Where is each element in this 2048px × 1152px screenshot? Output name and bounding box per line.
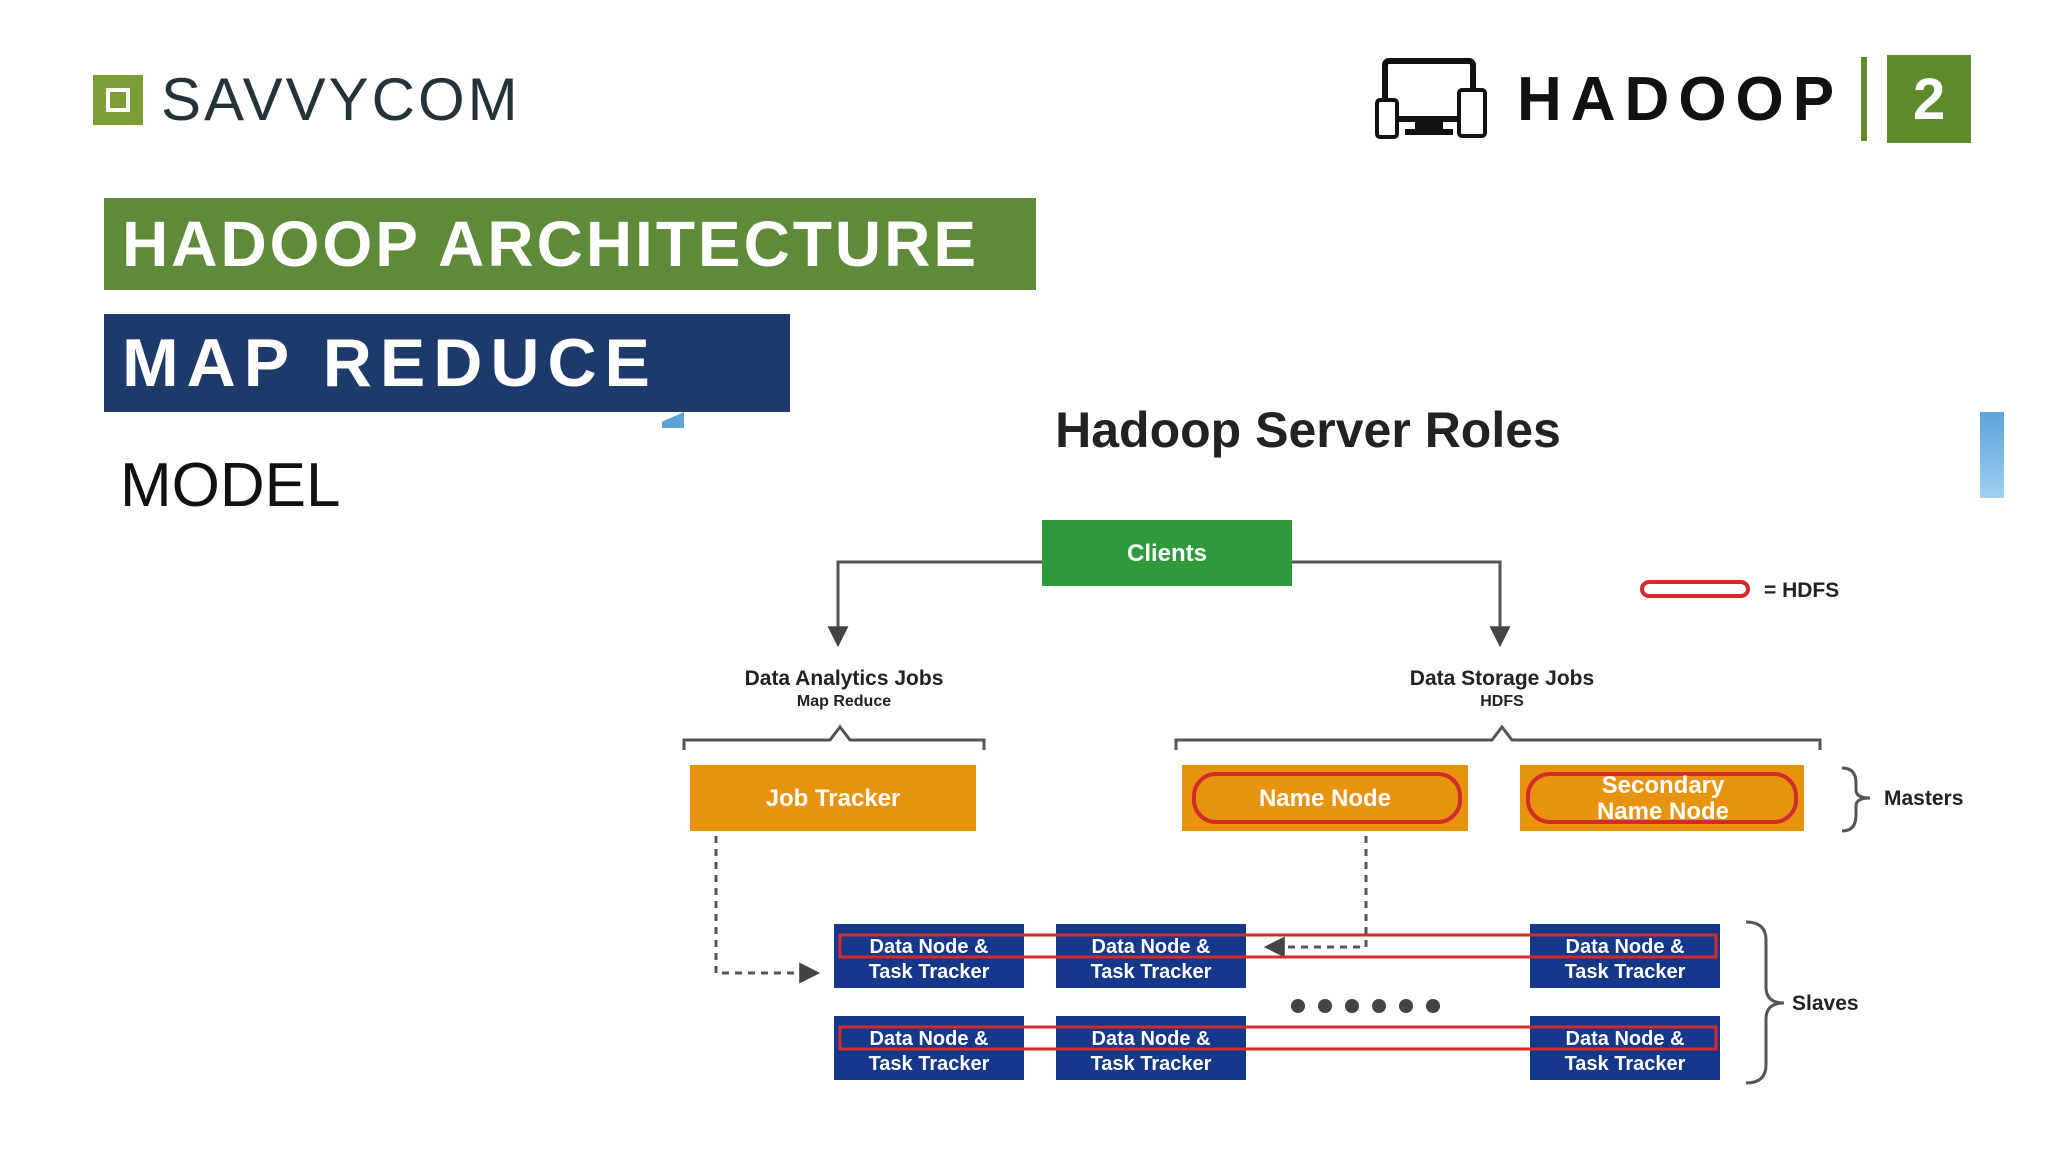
badge-separator [1861,57,1868,141]
hadoop-server-roles-diagram: Hadoop Server Roles Clients = HDFS Data … [670,395,2010,1095]
hdfs-ring-row-2 [838,1025,1718,1051]
masters-label: Masters [1884,787,1963,810]
ellipsis-dot [1345,999,1359,1013]
secondary-name-node-label-2: Name Node [1597,798,1729,825]
connector-to-analytics [827,560,1042,648]
analytics-jobs-subtitle: Map Reduce [797,693,891,710]
slave-node-label-2: Task Tracker [1565,961,1686,983]
ellipsis-dot [1372,999,1386,1013]
ellipsis-dot [1399,999,1413,1013]
name-node-label: Name Node [1259,785,1391,812]
savvycom-square-icon [93,75,143,125]
namenode-divider [1468,765,1520,831]
ellipsis-dot [1291,999,1305,1013]
subheading-bar: MAP REDUCE [104,314,790,412]
clients-box [1042,520,1292,586]
decorative-accent-right [1980,412,2004,498]
job-tracker-label: Job Tracker [766,785,901,812]
slaves-brace [1745,920,1785,1085]
slave-node-label-1: Data Node & [870,1028,989,1050]
storage-jobs-subtitle: HDFS [1480,693,1524,710]
slave-node-label-2: Task Tracker [1091,961,1212,983]
diagram-title: Hadoop Server Roles [1055,402,1561,458]
masters-brace [1841,766,1871,833]
name-node-hdfs-ring [1192,772,1462,824]
savvycom-logo: SAVVYCOM [93,70,521,130]
clients-label: Clients [1127,540,1207,567]
slave-node-label-1: Data Node & [1092,936,1211,958]
badge-title: HADOOP [1517,64,1844,134]
slaves-label: Slaves [1792,992,1859,1015]
hadoop-badge: HADOOP 2 [1375,54,1972,144]
ellipsis-dot [1318,999,1332,1013]
slave-node-label-1: Data Node & [1092,1028,1211,1050]
slave-node-label-2: Task Tracker [869,961,990,983]
connector-to-storage [1292,560,1511,648]
slave-node-label-2: Task Tracker [869,1053,990,1075]
slide-number: 2 [1887,55,1972,143]
analytics-brace [682,724,986,750]
hdfs-legend-swatch [1640,580,1750,598]
ellipsis-dot [1426,999,1440,1013]
job-tracker-to-slaves-connector [714,836,821,984]
subheading: MODEL [120,451,341,520]
analytics-jobs-title: Data Analytics Jobs [745,667,944,690]
secondary-name-node-hdfs-ring [1526,772,1798,824]
logo-text: SAVVYCOM [161,66,521,133]
section-heading: HADOOP ARCHITECTURE [104,198,1036,290]
slave-node-label-2: Task Tracker [1091,1053,1212,1075]
slave-node-label-1: Data Node & [870,936,989,958]
hdfs-ring-row-1 [838,933,1718,959]
storage-brace [1174,724,1822,750]
slave-node-label-1: Data Node & [1566,1028,1685,1050]
name-node-to-slaves-connector [1263,836,1368,958]
job-tracker-box [690,765,976,831]
hdfs-legend-label: = HDFS [1764,579,1839,602]
secondary-name-node-label-1: Secondary [1602,772,1725,799]
slave-node-label-2: Task Tracker [1565,1053,1686,1075]
devices-icon [1375,58,1487,139]
storage-jobs-title: Data Storage Jobs [1410,667,1594,690]
slave-node-label-1: Data Node & [1566,936,1685,958]
